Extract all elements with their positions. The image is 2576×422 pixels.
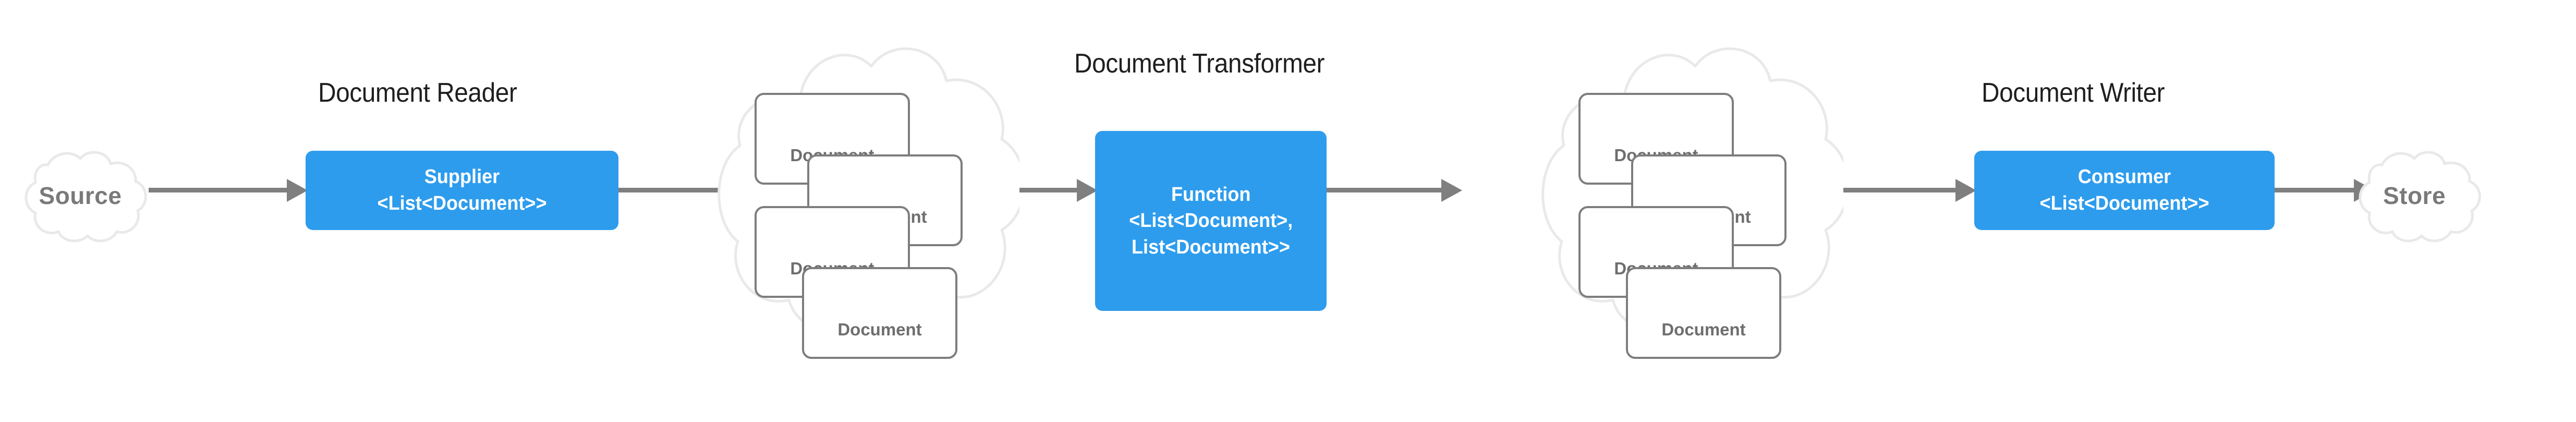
arrow-function-to-documents [1327,179,1462,202]
function-signature-line-1: <List<Document>, [1129,210,1293,232]
document-card-label: Document [1661,320,1746,339]
process-box-function[interactable]: Function <List<Document>, List<Document>… [1095,131,1327,311]
heading-document-reader: Document Reader [318,78,517,108]
function-signature-line-2: List<Document>> [1132,236,1290,258]
document-stack-after-supplier: Document Document Document Document [717,29,1019,394]
arrow-shaft [2275,188,2354,192]
document-card-label: Document [837,320,922,339]
cloud-shape [2359,151,2481,243]
arrow-source-to-supplier [149,179,308,202]
cloud-shape [25,151,147,243]
heading-document-writer: Document Writer [1982,78,2165,108]
heading-document-transformer: Document Transformer [1074,49,1325,79]
process-box-supplier[interactable]: Supplier <List<Document>> [306,151,618,230]
consumer-signature: <List<Document>> [2039,192,2209,214]
document-stack-after-function: Document Document Document Document [1541,29,1843,394]
consumer-title: Consumer [2077,166,2171,188]
arrow-shaft [988,188,1077,192]
supplier-title: Supplier [424,166,500,188]
cloud-source: Source [7,146,153,245]
supplier-signature: <List<Document>> [377,192,547,214]
arrow-head [287,179,308,202]
function-title: Function [1171,183,1251,206]
arrow-shaft [1327,188,1441,192]
arrow-shaft [1809,188,1955,192]
arrow-documents-to-function [988,179,1098,202]
process-box-consumer[interactable]: Consumer <List<Document>> [1974,151,2275,230]
document-card: Document [802,267,957,359]
arrow-documents-to-consumer [1809,179,1976,202]
cloud-store: Store [2341,146,2487,245]
arrow-shaft [149,188,287,192]
arrow-shaft [618,188,734,192]
arrow-head [1441,179,1462,202]
arrow-head [1077,179,1098,202]
arrow-head [1955,179,1976,202]
document-card: Document [1626,267,1781,359]
